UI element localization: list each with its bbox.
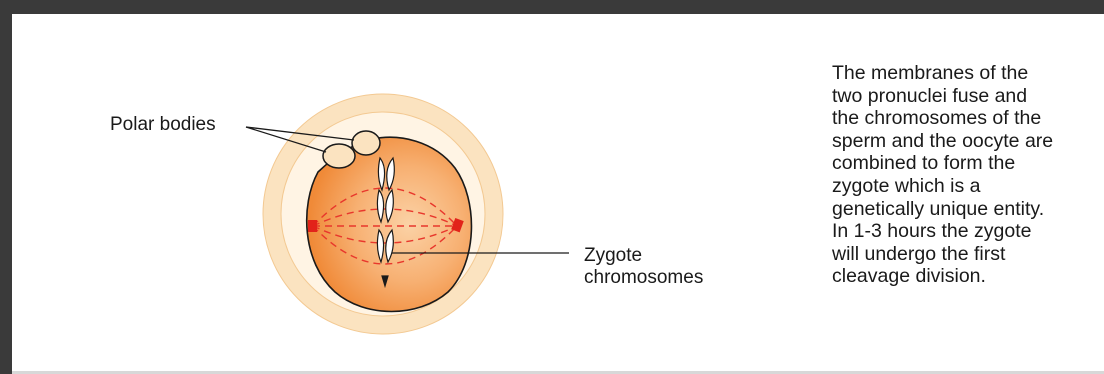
description-line: The membranes of the <box>832 62 1097 85</box>
polar-body <box>352 131 380 155</box>
zygote-chromosomes-label: Zygote chromosomes <box>584 245 703 289</box>
description-text: The membranes of the two pronuclei fuse … <box>832 62 1097 288</box>
description-line: the chromosomes of the <box>832 107 1097 130</box>
polar-bodies-label: Polar bodies <box>110 114 216 136</box>
description-line: two pronuclei fuse and <box>832 85 1097 108</box>
label-line: chromosomes <box>584 267 703 289</box>
centrosome-left <box>308 220 317 232</box>
description-line: combined to form the <box>832 152 1097 175</box>
description-line: will undergo the first <box>832 243 1097 266</box>
polar-body <box>323 144 355 168</box>
description-line: zygote which is a <box>832 175 1097 198</box>
description-line: In 1-3 hours the zygote <box>832 220 1097 243</box>
label-line: Zygote <box>584 245 703 267</box>
description-line: genetically unique entity. <box>832 198 1097 221</box>
description-line: sperm and the oocyte are <box>832 130 1097 153</box>
description-line: cleavage division. <box>832 265 1097 288</box>
